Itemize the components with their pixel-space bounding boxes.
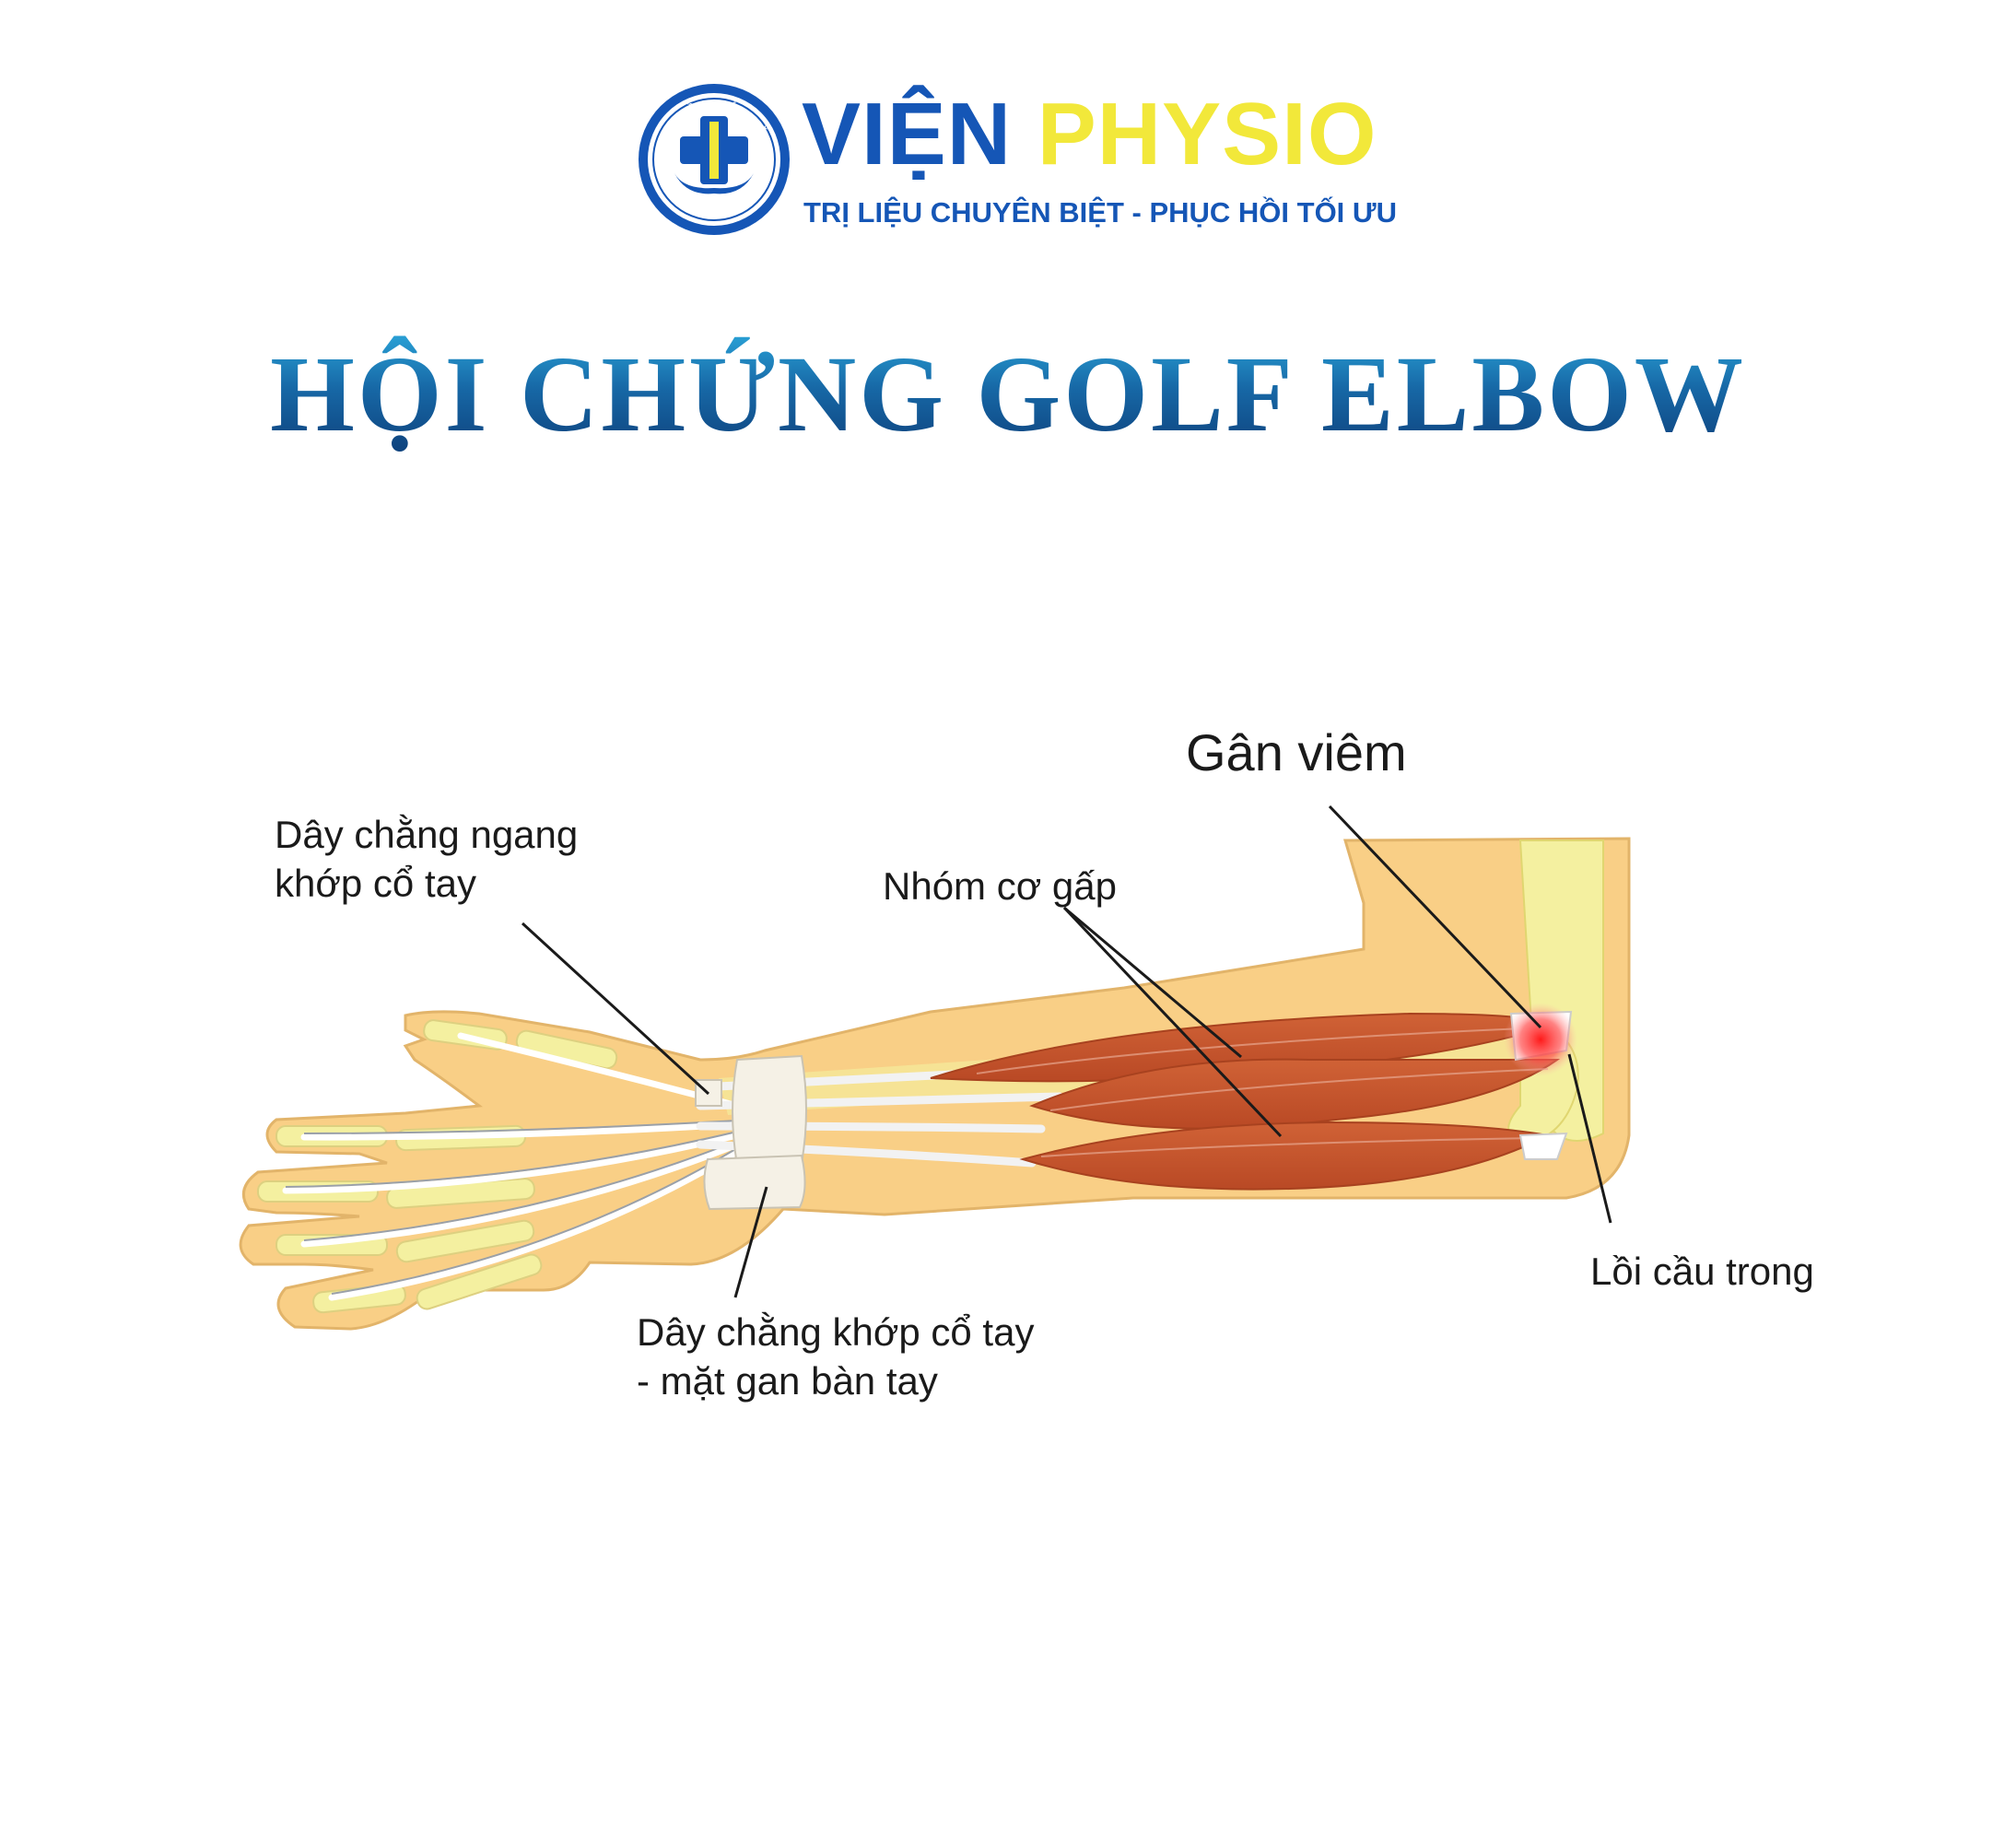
brand-tagline: TRỊ LIỆU CHUYÊN BIỆT - PHỤC HỒI TỐI ƯU [803, 196, 1398, 229]
label-pointer-lines [521, 804, 1612, 1298]
finger-tendon-outlines [285, 1120, 738, 1295]
brand-header: PHỤC HỒI CHỨC NĂNG VIENPHYSIO VIỆN PHYSI… [636, 81, 1397, 247]
label-transverse-wrist-ligament-line1: Dây chằng ngang [275, 813, 579, 856]
page-title: HỘI CHỨNG GOLF ELBOW [0, 332, 2016, 457]
lower-tendon-tip [1518, 1132, 1568, 1160]
label-palmar-wrist-ligament-line2: - mặt gan bàn tay [637, 1358, 938, 1403]
label-flexor-group: Nhóm cơ gấp [883, 864, 1117, 908]
brand-name-part2: PHYSIO [1037, 85, 1377, 183]
inflammation-spot [1504, 1003, 1577, 1076]
label-transverse-wrist-ligament: Dây chằng ngang khớp cổ tay [275, 811, 578, 908]
vienphysio-logo: PHỤC HỒI CHỨC NĂNG VIENPHYSIO [639, 84, 790, 235]
brand-name: VIỆN PHYSIO [802, 90, 1377, 179]
brand-name-part1: VIỆN [802, 85, 1013, 183]
label-palmar-wrist-ligament: Dây chằng khớp cổ tay - mặt gan bàn tay [637, 1309, 1034, 1405]
transverse-carpal-ligament [732, 1054, 807, 1167]
label-palmar-wrist-ligament-line1: Dây chằng khớp cổ tay [637, 1310, 1035, 1354]
finger-tendons [282, 1032, 741, 1301]
label-transverse-wrist-ligament-line2: khớp cổ tay [275, 861, 476, 905]
palmar-wrist-ligament [703, 1154, 806, 1211]
label-inflamed-tendon: Gân viêm [1186, 723, 1407, 781]
flexor-muscle-group [930, 1012, 1561, 1191]
label-medial-epicondyle: Lồi cầu trong [1590, 1250, 1814, 1293]
